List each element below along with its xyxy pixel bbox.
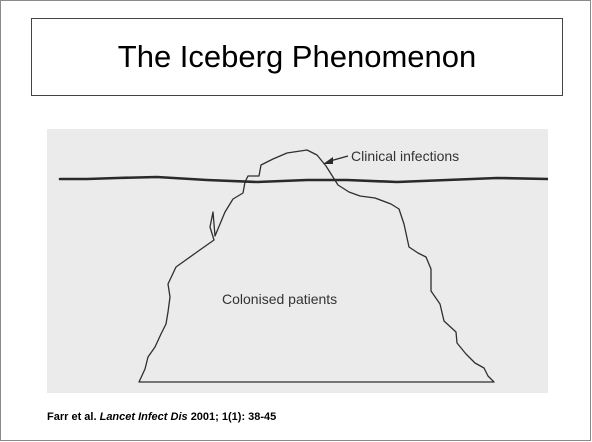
slide-title: The Iceberg Phenomenon <box>118 39 476 75</box>
citation-details: 2001; 1(1): 38-45 <box>191 411 277 423</box>
citation-journal: Lancet Infect Dis <box>100 411 188 423</box>
colonised-patients-label: Colonised patients <box>222 291 337 307</box>
tip-arrow-head <box>323 157 333 164</box>
citation-authors: Farr et al. <box>47 411 97 423</box>
title-box: The Iceberg Phenomenon <box>31 18 563 96</box>
iceberg-figure: Clinical infections Colonised patients <box>47 129 548 393</box>
waterline <box>60 177 548 182</box>
iceberg-diagram: Clinical infections Colonised patients <box>47 129 548 393</box>
clinical-infections-label: Clinical infections <box>351 148 459 164</box>
iceberg-outline <box>139 150 494 382</box>
citation: Farr et al. Lancet Infect Dis 2001; 1(1)… <box>47 411 276 423</box>
